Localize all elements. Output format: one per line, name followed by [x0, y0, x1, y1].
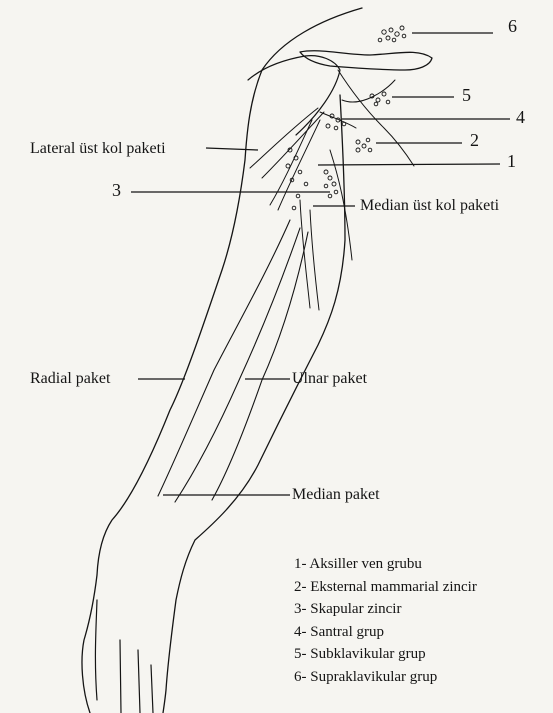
median-vessel	[175, 228, 300, 502]
legend-item: 1- Aksiller ven grubu	[294, 553, 477, 576]
legend-item: 6- Supraklavikular grup	[294, 666, 477, 689]
number-1: 1	[507, 152, 516, 170]
subclavicular-nodes	[370, 92, 390, 106]
label-ulnar-paket: Ulnar paket	[292, 371, 367, 387]
legend-item: 3- Skapular zincir	[294, 598, 477, 621]
vessel-medial-2	[310, 210, 319, 310]
supraclavicular-nodes	[378, 26, 406, 42]
leader-1	[318, 164, 500, 165]
label-median-ust-kol-paketi: Median üst kol paketi	[360, 198, 499, 214]
lateral-bundle-nodes	[286, 148, 308, 210]
chest-line	[330, 150, 352, 260]
legend-item: 4- Santral grup	[294, 621, 477, 644]
vessel-central-2	[278, 120, 320, 210]
external-mammary-nodes	[356, 138, 372, 152]
hand-fingers	[95, 600, 153, 713]
axillary-vein-nodes	[324, 170, 338, 198]
number-4: 4	[516, 108, 525, 126]
number-3: 3	[112, 181, 121, 199]
shoulder-curve	[248, 56, 340, 135]
legend-item: 2- Eksternal mammarial zincir	[294, 576, 477, 599]
vessel-lateral-upper-2	[262, 112, 324, 178]
legend: 1- Aksiller ven grubu 2- Eksternal mamma…	[294, 553, 477, 689]
label-radial-paket: Radial paket	[30, 371, 110, 387]
number-6: 6	[508, 17, 517, 35]
number-5: 5	[462, 86, 471, 104]
leader-lateral-ust-kol	[206, 148, 258, 150]
vessel-medial-1	[300, 200, 310, 308]
label-lateral-ust-kol-paketi: Lateral üst kol paketi	[30, 141, 166, 157]
clavicle	[300, 51, 432, 70]
legend-item: 5- Subklavikular grup	[294, 643, 477, 666]
radial-vessel	[158, 220, 290, 496]
number-2: 2	[470, 131, 479, 149]
axilla-line-3	[320, 112, 356, 128]
axilla-line-1	[338, 70, 414, 166]
vessel-lateral-upper	[250, 108, 318, 168]
axilla-line-2	[342, 80, 395, 102]
label-median-paket: Median paket	[292, 487, 380, 503]
